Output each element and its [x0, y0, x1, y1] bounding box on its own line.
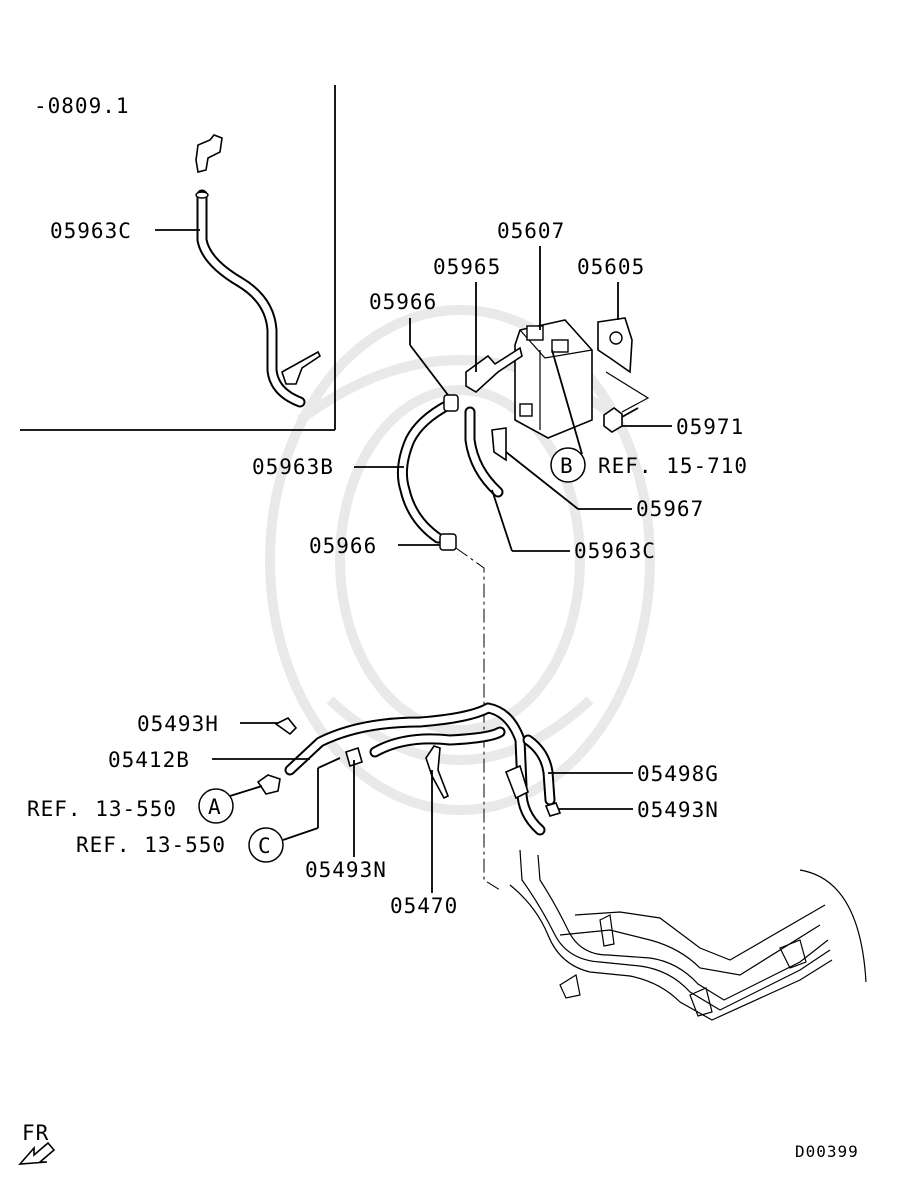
- label-05498G: 05498G: [637, 762, 719, 786]
- ref-c-circle: [248, 827, 284, 863]
- label-05963C: 05963C: [574, 539, 656, 563]
- inset-hose: [195, 134, 322, 408]
- ref-c-letter: C: [258, 834, 272, 858]
- junction-block: [504, 764, 529, 800]
- inset-frame: [20, 85, 336, 431]
- connector-ref-a: [256, 774, 281, 795]
- inset-part-label: 05963C: [50, 219, 132, 243]
- label-05965: 05965: [433, 255, 501, 279]
- canister: [514, 319, 593, 439]
- label-05493H: 05493H: [137, 712, 219, 736]
- clip-05967: [491, 427, 507, 462]
- clamp-05493N-right: [544, 802, 562, 817]
- diagram-code: D00399: [795, 1142, 859, 1161]
- label-05963B: 05963B: [252, 455, 334, 479]
- front-arrow-icon: [18, 1141, 56, 1165]
- clip-05493H: [274, 716, 298, 736]
- ref-a-text: REF. 13-550: [27, 797, 177, 821]
- bracket-05965: [465, 346, 523, 393]
- clamp-05493N-left: [345, 746, 363, 768]
- ref-a-letter: A: [208, 795, 222, 819]
- label-05493N-bottom: 05493N: [305, 858, 387, 882]
- label-05412B: 05412B: [108, 748, 190, 772]
- label-05605: 05605: [577, 255, 645, 279]
- label-05607: 05607: [497, 219, 565, 243]
- ref-a-circle: [198, 788, 234, 824]
- label-05470: 05470: [390, 894, 458, 918]
- inset-range-label: -0809.1: [34, 94, 130, 118]
- ref-b-text: REF. 15-710: [598, 454, 748, 478]
- ref-b-letter: B: [560, 454, 574, 478]
- ref-b-circle: [550, 447, 586, 483]
- label-05493N-right: 05493N: [637, 798, 719, 822]
- label-05967: 05967: [636, 497, 704, 521]
- fuel-lines: [509, 849, 867, 1021]
- bracket-05605: [597, 317, 633, 374]
- ref-c-text: REF. 13-550: [76, 833, 226, 857]
- label-05971: 05971: [676, 415, 744, 439]
- clip-05470: [425, 745, 450, 800]
- watermark-emblem-icon: [265, 305, 655, 815]
- label-05966-bottom: 05966: [309, 534, 377, 558]
- direction-label: FR: [22, 1121, 49, 1145]
- label-05966-top: 05966: [369, 290, 437, 314]
